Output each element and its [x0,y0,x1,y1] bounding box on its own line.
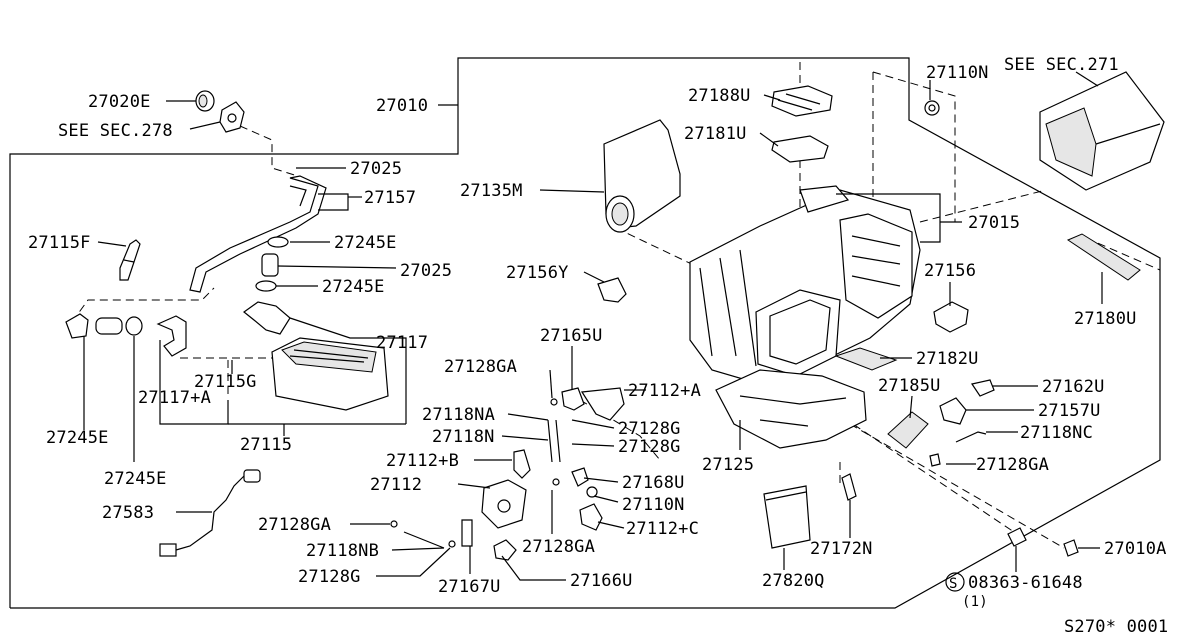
label-27181U: 27181U [684,124,747,144]
label-27025-top: 27025 [350,159,402,179]
label-27010: 27010 [376,96,428,116]
label-27117: 27117 [376,333,428,353]
pipe-part [189,175,327,293]
screw-circle-icon [945,572,965,592]
label-27010A: 27010A [1104,539,1167,559]
label-27118N: 27118N [432,427,495,447]
label-27167U: 27167U [438,577,501,597]
dashed-leaders [71,62,1161,549]
clip-n-part [841,473,857,501]
label-27112-C: 27112+C [626,519,699,539]
label-08363-61648: 08363-61648 [968,573,1083,593]
label-27118NB: 27118NB [306,541,379,561]
clip-part [119,239,141,281]
label-27117-A: 27117+A [138,388,211,408]
label-27110N-bottom: 27110N [622,495,685,515]
evaporator-part [271,337,389,411]
label-27112-A: 27112+A [628,381,701,401]
part-labels: 27020E SEE SEC.278 27010 27025 27157 271… [28,55,1168,637]
label-27157: 27157 [364,188,416,208]
label-27135M: 27135M [460,181,523,201]
label-27128GA-b: 27128GA [976,455,1049,475]
label-27115F: 27115F [28,233,91,253]
label-screw-qty: (1) [962,594,988,610]
label-27128GA-a: 27128GA [444,357,517,377]
heater-unit-part [689,185,921,385]
label-27157U: 27157U [1038,401,1101,421]
label-27245E-d: 27245E [104,469,167,489]
label-27020E: 27020E [88,92,151,112]
label-27115G: 27115G [194,372,257,392]
plug-part [195,90,215,112]
label-27156: 27156 [924,261,976,281]
label-27245E-c: 27245E [46,428,109,448]
label-see-sec-271: SEE SEC.271 [1004,55,1119,75]
diagram-code: S270* 0001 [1064,617,1168,637]
screw-parts [929,453,1079,557]
sensor-wire-part [159,469,261,557]
clip-y-part [597,277,627,303]
label-27110N-top: 27110N [926,63,989,83]
outer-duct-part [1039,71,1165,191]
label-27128GA-c: 27128GA [522,537,595,557]
label-27015: 27015 [968,213,1020,233]
label-27168U: 27168U [622,473,685,493]
label-27820Q: 27820Q [762,571,825,591]
label-27182U: 27182U [916,349,979,369]
plate-part [887,411,929,449]
label-27118NA: 27118NA [422,405,495,425]
label-27118NC: 27118NC [1020,423,1093,443]
label-27165U: 27165U [540,326,603,346]
label-27180U: 27180U [1074,309,1137,329]
label-27166U: 27166U [570,571,633,591]
label-27583: 27583 [102,503,154,523]
bracket-part [933,301,969,333]
label-27185U: 27185U [878,376,941,396]
seal-part [219,101,245,133]
filter-part [771,85,833,163]
label-27188U: 27188U [688,86,751,106]
label-27025-mid: 27025 [400,261,452,281]
label-27128G-b: 27128G [618,437,681,457]
hose-set-part [65,313,187,357]
label-27245E-b: 27245E [322,277,385,297]
lower-case-part [715,369,867,449]
label-27156Y: 27156Y [506,263,569,283]
duct-part [603,119,681,233]
screw-circle-letter: S [949,576,958,592]
label-27245E-a: 27245E [334,233,397,253]
filter-element-part [763,485,811,549]
label-27112-B: 27112+B [386,451,459,471]
grommet-part [924,100,940,116]
label-27172N: 27172N [810,539,873,559]
pad-part [834,347,898,371]
label-27115: 27115 [240,435,292,455]
seal-right-part [1066,233,1141,281]
label-27128G-a: 27128G [618,419,681,439]
label-see-sec-278: SEE SEC.278 [58,121,173,141]
label-27162U: 27162U [1042,377,1105,397]
label-27128GA-d: 27128GA [258,515,331,535]
label-27112: 27112 [370,475,422,495]
frame-border [9,57,1161,609]
label-27128G-c: 27128G [298,567,361,587]
actuator-parts [390,387,625,561]
leader-lines [83,71,1103,581]
link-parts [939,379,995,443]
label-27125: 27125 [702,455,754,475]
hose-part [243,236,291,335]
